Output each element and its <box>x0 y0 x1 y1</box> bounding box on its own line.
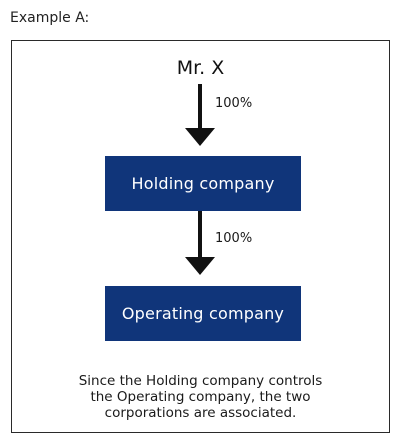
note-line: Since the Holding company controls <box>78 373 323 389</box>
explanation-note: Since the Holding company controls the O… <box>12 373 389 421</box>
operating-company-box: Operating company <box>105 286 301 341</box>
diagram-frame: Mr. X 100% Holding company 100% Operatin… <box>11 40 390 433</box>
arrow-shaft <box>198 211 202 258</box>
arrow-shaft <box>198 84 202 129</box>
note-line: the Operating company, the two <box>90 389 311 405</box>
arrow-head <box>185 128 215 146</box>
owner-label: Mr. X <box>176 57 225 79</box>
holding-company-box: Holding company <box>105 156 301 211</box>
ownership-percent-1: 100% <box>215 96 253 111</box>
ownership-percent-2: 100% <box>215 231 253 246</box>
note-line: corporations are associated. <box>104 405 297 421</box>
arrow-head <box>185 257 215 275</box>
example-heading: Example A: <box>10 10 90 26</box>
